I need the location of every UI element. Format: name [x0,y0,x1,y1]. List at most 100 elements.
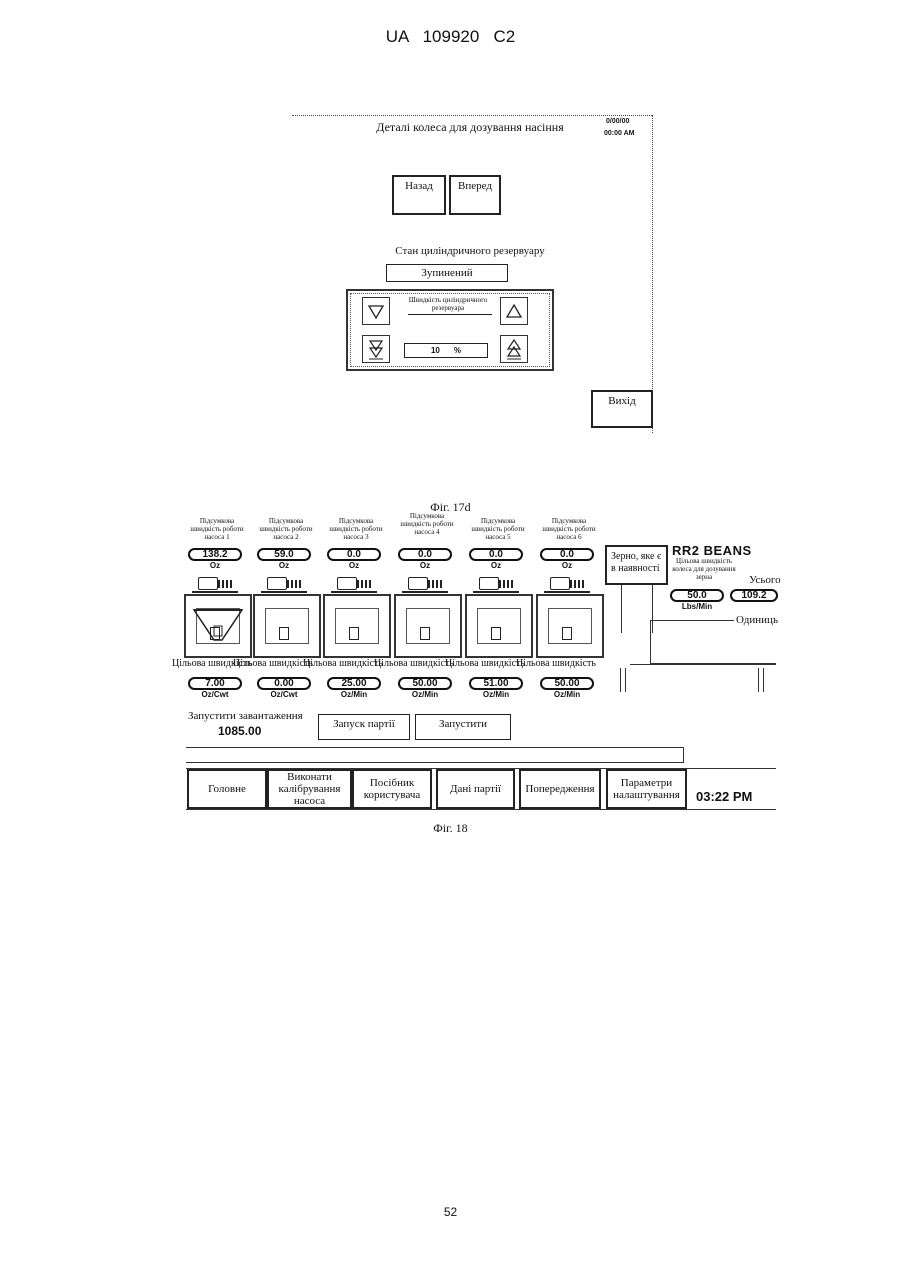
pump-target-unit: Oz/Min [540,690,594,699]
publication-number: UA 109920 C2 [0,27,901,47]
triangle-down-icon [363,298,389,324]
pump-target-value[interactable]: 51.00 [469,677,523,690]
fig18-caption: Фіг. 18 [0,821,901,836]
nav-button-0[interactable]: Головне [187,769,267,809]
fig17d-right-border [652,115,653,433]
total-value: 109.2 [730,589,778,602]
nav-button-1[interactable]: Виконати калібрування насоса [267,769,352,809]
wheel-speed-value: 50.0 [670,589,724,602]
nav-button-label: Головне [208,783,246,795]
pump1-funnel-icon [190,600,246,651]
pump-target-text: 50.00 [412,678,437,689]
start-loading-value: 1085.00 [218,724,261,738]
pump-target-text: 50.00 [554,678,579,689]
pump-rate-value: 0.0 [469,548,523,561]
pump-tank [465,594,533,658]
units-label: Одиниць [734,614,780,626]
nav-bottom-line [186,809,776,810]
pump-target-text: 7.00 [205,678,224,689]
page-number: 52 [0,1205,901,1219]
pump-rate-text: 0.0 [560,549,574,560]
nav-button-2[interactable]: Посібник користувача [352,769,432,809]
conveyor-leg-left [620,668,626,692]
triangle-up-icon [501,298,527,324]
double-triangle-up-icon [501,336,527,362]
forward-button[interactable]: Вперед [449,175,501,215]
fig17d-date: 0/00/00 [606,118,629,125]
tank-status-label: Стан циліндричного резервуару [360,245,580,257]
pump-rate-unit: Oz [398,561,452,570]
total-text: 109.2 [741,590,766,601]
pump-tank [323,594,391,658]
wheel-speed-label: Цільова швидкість колеса для дозування з… [670,557,738,581]
pump-summary-label: Підсумкова швидкість роботи насоса 4 [394,512,460,536]
pump-motor-icon [473,575,519,593]
nav-button-5[interactable]: Параметри налаштування [606,769,687,809]
pump-target-text: 0.00 [274,678,293,689]
pump-target-label: Цільова швидкість [233,658,311,669]
pump-rate-text: 0.0 [347,549,361,560]
pump-rate-text: 59.0 [274,549,293,560]
pump-target-value[interactable]: 50.00 [540,677,594,690]
batch-start-label: Запуск партії [333,718,395,730]
start-button[interactable]: Запустити [415,714,511,740]
product-name: RR2 BEANS [672,543,752,558]
pump-level-marker [279,627,289,640]
double-triangle-down-icon [363,336,389,362]
pump-target-value[interactable]: 50.00 [398,677,452,690]
clock: 03:22 PM [696,789,752,804]
speed-label-underline [408,314,492,315]
speed-down-button[interactable] [362,297,390,325]
tank-status-text: Зупинений [421,267,472,279]
pump-rate-value: 0.0 [327,548,381,561]
nav-button-label: Посібник користувача [354,777,430,801]
pump-target-label: Цільова швидкість [374,658,452,669]
speed-up-button[interactable] [500,297,528,325]
pump-level-marker [420,627,430,640]
pump-summary-label: Підсумкова швидкість роботи насоса 1 [184,517,250,541]
pump-target-value[interactable]: 25.00 [327,677,381,690]
pump-target-unit: Oz/Min [398,690,452,699]
pump-rate-unit: Oz [540,561,594,570]
pump-tank [394,594,462,658]
pump-motor-icon [261,575,307,593]
pump-target-value[interactable]: 0.00 [257,677,311,690]
pump-rate-value: 0.0 [398,548,452,561]
speed-down-fast-button[interactable] [362,335,390,363]
pump-rate-text: 138.2 [202,549,227,560]
nav-button-4[interactable]: Попередження [519,769,601,809]
pump-rate-value: 59.0 [257,548,311,561]
pump-motor-icon [192,575,238,593]
pump-rate-unit: Oz [469,561,523,570]
nav-button-3[interactable]: Дані партії [436,769,515,809]
pump-summary-label: Підсумкова швидкість роботи насоса 3 [323,517,389,541]
start-label: Запустити [439,718,487,730]
pump-rate-text: 0.0 [489,549,503,560]
back-button[interactable]: Назад [392,175,446,215]
batch-start-button[interactable]: Запуск партії [318,714,410,740]
pump-target-text: 51.00 [483,678,508,689]
nav-button-label: Параметри налаштування [608,777,685,801]
nav-button-label: Виконати калібрування насоса [269,771,350,807]
pump-rate-unit: Oz [327,561,381,570]
pump-level-marker [349,627,359,640]
pump-motor-icon [402,575,448,593]
hopper-outline [621,585,653,633]
pump-target-value[interactable]: 7.00 [188,677,242,690]
pump-summary-label: Підсумкова швидкість роботи насоса 6 [536,517,602,541]
pump-summary-label: Підсумкова швидкість роботи насоса 2 [253,517,319,541]
fig17d-time: 00:00 AM [604,130,634,137]
exit-button[interactable]: Вихід [591,390,653,428]
speed-value-field[interactable]: 10 % [404,343,488,358]
pump-target-label: Цільова швидкість [516,658,594,669]
grain-available-box: Зерно, яке є в наявності [605,545,668,585]
pump-level-marker [491,627,501,640]
speed-up-fast-button[interactable] [500,335,528,363]
pump-rate-text: 0.0 [418,549,432,560]
fig17d-title: Деталі колеса для дозування насіння [350,120,590,135]
pump-target-unit: Oz/Min [469,690,523,699]
pump-target-unit: Oz/Cwt [257,690,311,699]
pump-rate-value: 138.2 [188,548,242,561]
speed-unit: % [454,346,461,355]
start-loading-label: Запустити завантаження [188,710,303,722]
